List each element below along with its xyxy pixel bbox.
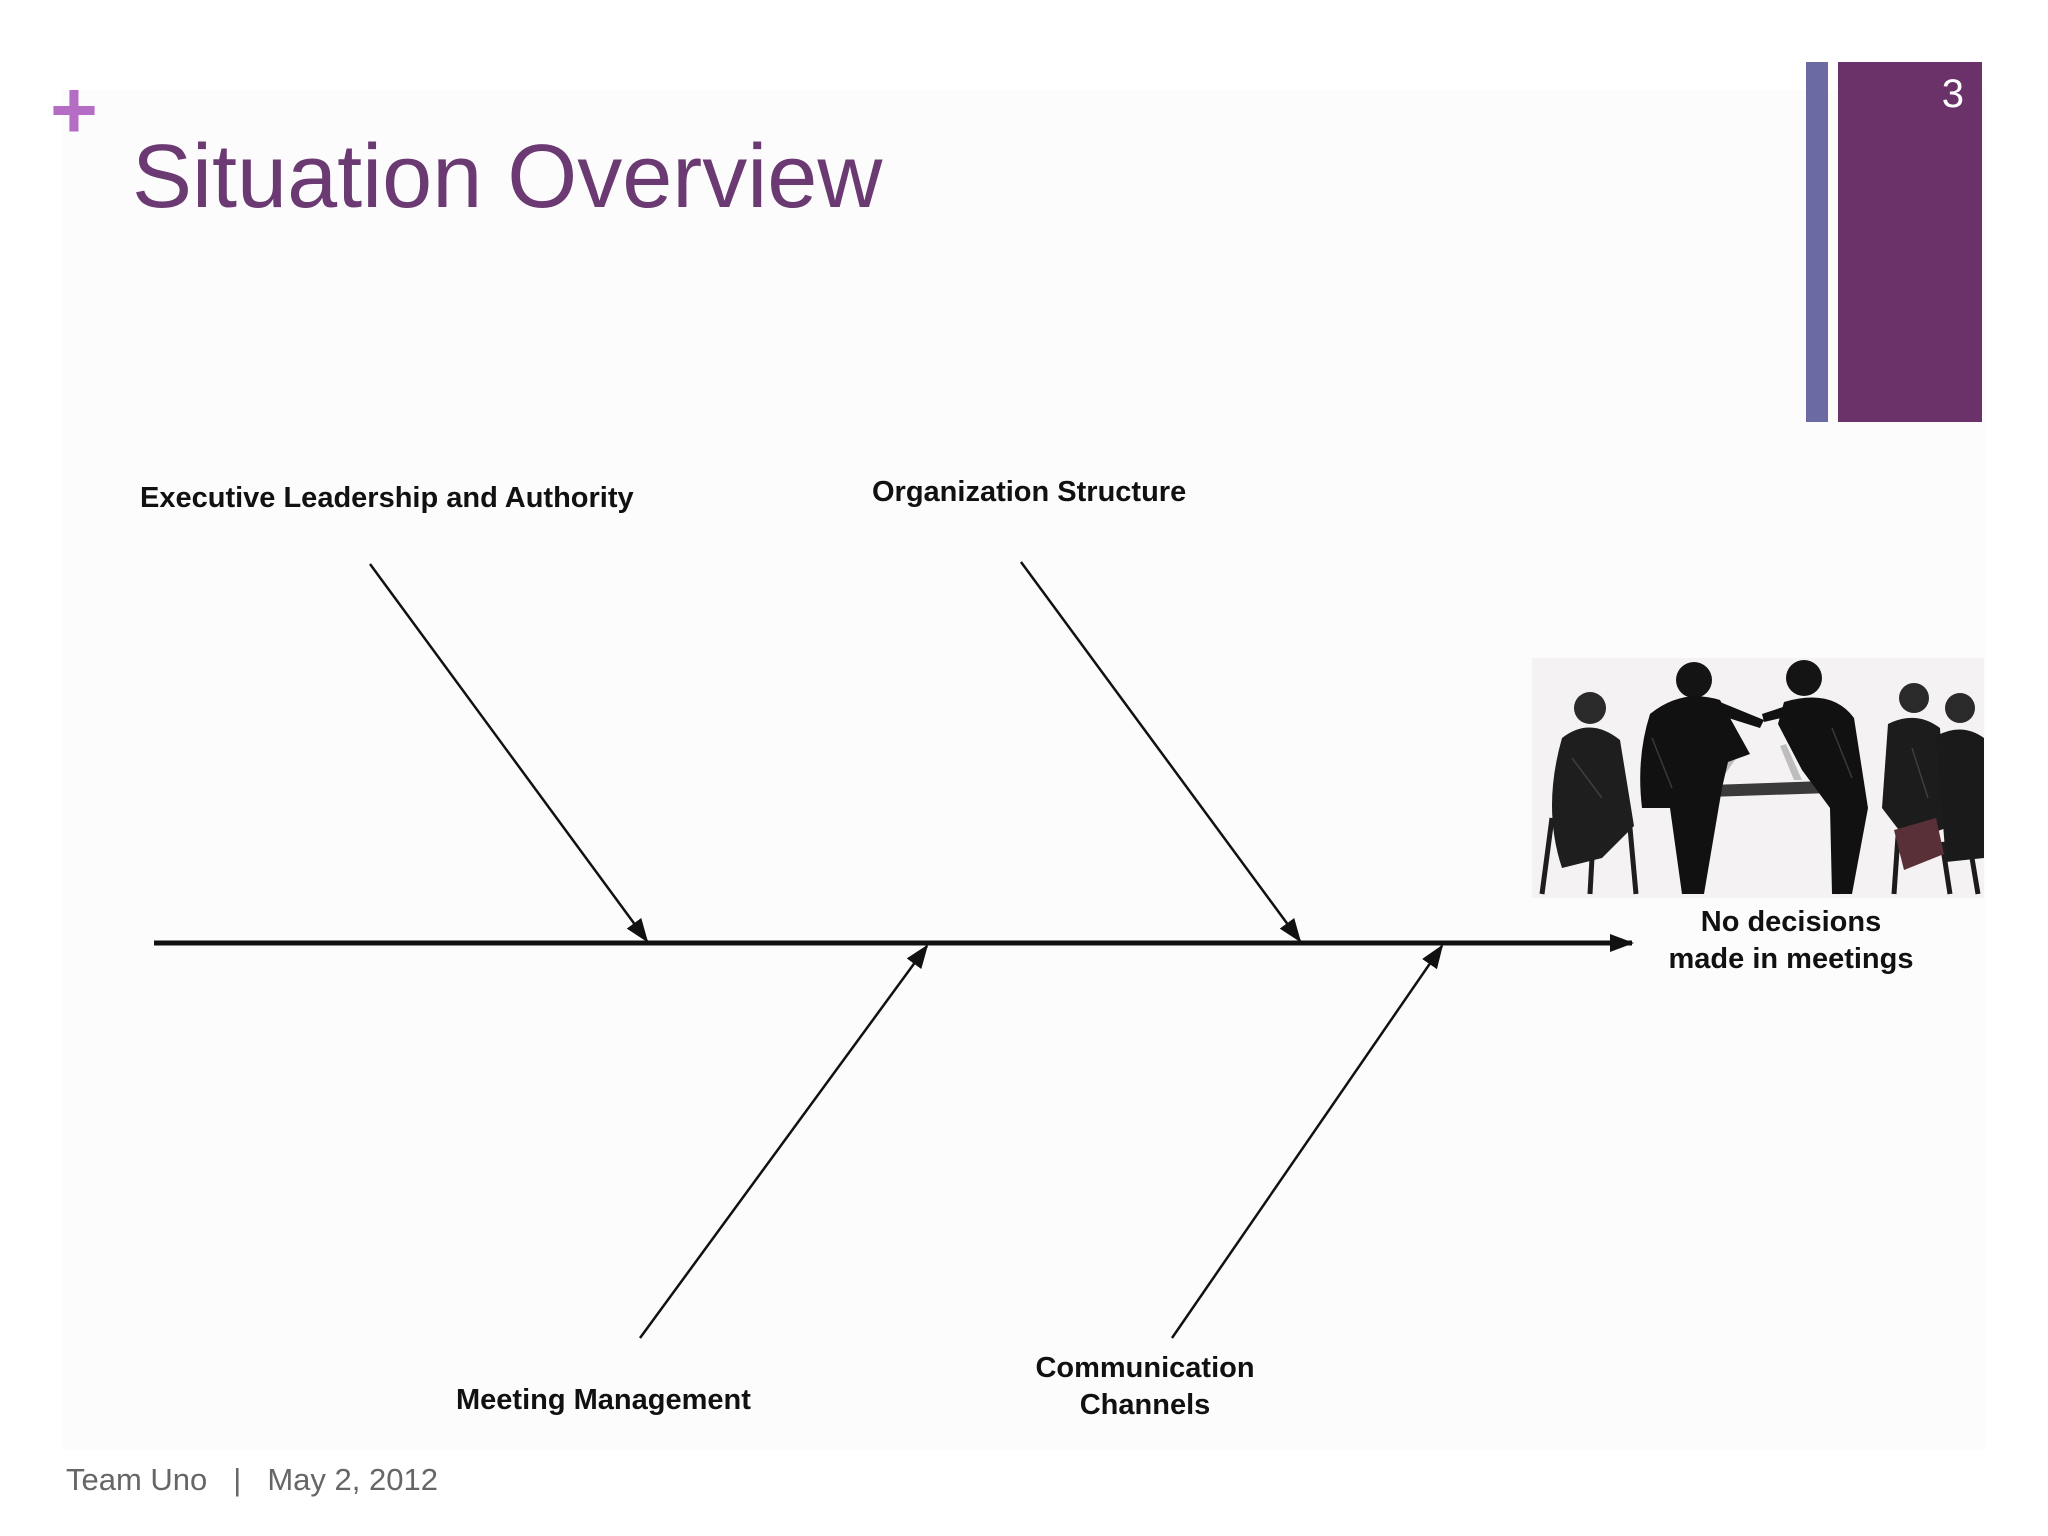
page-number-panel: 3 [1838,62,1982,422]
cause-label-communication-channels: Communication Channels [1020,1350,1270,1424]
cause-label-line: Communication [1035,1352,1255,1384]
footer-date: May 2, 2012 [267,1462,438,1497]
cause-label-organization-structure: Organization Structure [872,476,1187,508]
bone-communication-channels [1170,944,1444,1339]
cause-label-executive-leadership: Executive Leadership and Authority [140,482,634,514]
footer: Team Uno | May 2, 2012 [66,1462,438,1498]
effect-label-line: made in meetings [1668,943,1914,975]
cause-label-meeting-management: Meeting Management [456,1384,751,1416]
effect-label-line: No decisions [1700,906,1882,938]
bone-organization-structure [1019,561,1302,943]
effect-label: No decisions made in meetings [1636,904,1946,978]
cause-label-line: Channels [1079,1389,1211,1421]
slide-title: Situation Overview [132,127,883,227]
meeting-sketch-image [1532,658,1984,898]
plus-icon: + [50,65,98,156]
bone-meeting-management [638,944,929,1339]
footer-team: Team Uno [66,1462,208,1497]
bone-executive-leadership [368,563,649,943]
page-number: 3 [1941,72,1964,116]
accent-bar [1806,62,1828,422]
footer-separator: | [233,1462,242,1497]
